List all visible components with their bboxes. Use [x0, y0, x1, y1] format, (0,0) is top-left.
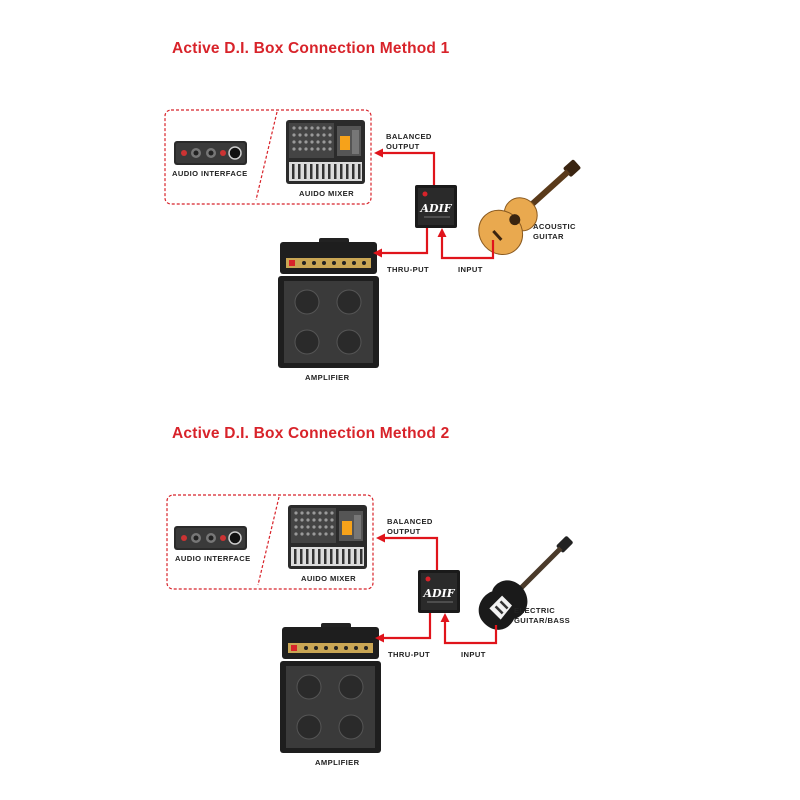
cables: [381, 151, 495, 260]
di-box-icon: ADIF: [418, 570, 460, 613]
instrument-label: ELECTRIC GUITAR/BASS: [514, 606, 571, 625]
connection-diagram: ADIF: [164, 109, 581, 368]
recording-gear-group: [166, 494, 374, 590]
di-box-brand: ADIF: [419, 202, 452, 215]
audio-interface-icon: [174, 526, 247, 550]
arrowheads: [375, 533, 450, 643]
input-cable: [440, 236, 495, 260]
thru-put-label: THRU-PUT: [388, 650, 431, 659]
instrument-label: ACOUSTIC GUITAR: [533, 222, 576, 241]
recording-gear-group: [164, 109, 372, 205]
amplifier-label: AMPLIFIER: [315, 758, 360, 767]
amplifier-label: AMPLIFIER: [305, 373, 350, 382]
cables: [383, 536, 498, 645]
balanced-output-label: BALANCED OUTPUT: [386, 132, 432, 151]
di-box-brand: ADIF: [422, 587, 455, 600]
balanced-output-label: BALANCED OUTPUT: [387, 517, 433, 536]
balanced-output-cable: [382, 151, 436, 185]
audio-interface-label: AUDIO INTERFACE: [172, 169, 248, 178]
audio-interface-label: AUDIO INTERFACE: [175, 554, 251, 563]
amplifier-icon: [280, 623, 381, 753]
audio-mixer-label: AUIDO MIXER: [301, 574, 357, 583]
input-cable: [443, 621, 498, 645]
audio-mixer-label: AUIDO MIXER: [299, 189, 355, 198]
input-label: INPUT: [458, 265, 483, 274]
acoustic-guitar-icon: [478, 159, 581, 256]
thru-put-cable: [383, 613, 432, 640]
group-divider: [255, 111, 278, 201]
di-box-icon: ADIF: [415, 185, 457, 228]
balanced-output-cable: [384, 536, 439, 570]
audio-interface-icon: [174, 141, 247, 165]
connection-diagram: ADIF: [166, 494, 573, 753]
audio-mixer-icon: [288, 505, 367, 569]
section-title: Active D.I. Box Connection Method 1: [172, 40, 450, 57]
group-divider: [257, 496, 280, 586]
arrowheads: [373, 148, 447, 258]
electric-guitar-icon: [478, 536, 573, 630]
input-label: INPUT: [461, 650, 486, 659]
section-title: Active D.I. Box Connection Method 2: [172, 425, 450, 442]
amplifier-icon: [278, 238, 379, 368]
thru-put-label: THRU-PUT: [387, 265, 430, 274]
audio-mixer-icon: [286, 120, 365, 184]
thru-put-cable: [381, 228, 429, 255]
